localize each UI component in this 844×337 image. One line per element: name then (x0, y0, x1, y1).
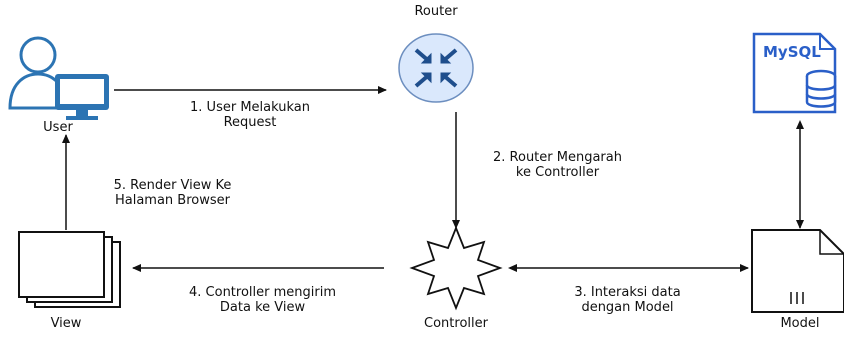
model-document-icon (751, 229, 844, 313)
view-label: View (50, 316, 82, 331)
step-2-line-2: ke Controller (515, 165, 600, 180)
step-1-label: 1. User Melakukan Request (160, 100, 340, 130)
step-4-line-2: Data ke View (219, 300, 306, 315)
user-label: User (43, 120, 73, 135)
step-4-line-1: 4. Controller mengirim (189, 285, 336, 300)
step-1-line-2: Request (223, 115, 277, 130)
step-3-line-2: dengan Model (581, 300, 674, 315)
step-2-label: 2. Router Mengarah ke Controller (460, 150, 655, 180)
step-5-line-1: 5. Render View Ke (113, 178, 232, 193)
step-4-label: 4. Controller mengirim Data ke View (160, 285, 365, 315)
step-5-label: 5. Render View Ke Halaman Browser (80, 178, 265, 208)
user-icon (8, 36, 109, 120)
step-5-line-2: Halaman Browser (114, 193, 230, 208)
controller-starburst-icon (409, 225, 503, 311)
router-icon (398, 33, 474, 103)
model-label: Model (780, 316, 820, 331)
step-3-label: 3. Interaksi data dengan Model (545, 285, 710, 315)
controller-label: Controller (424, 316, 488, 331)
step-3-line-1: 3. Interaksi data (574, 285, 681, 300)
mysql-database-icon (752, 32, 837, 114)
step-1-line-1: 1. User Melakukan (190, 100, 310, 115)
router-label: Router (414, 4, 458, 19)
view-documents-icon (18, 231, 121, 308)
step-2-line-1: 2. Router Mengarah (493, 150, 622, 165)
mysql-logo-text: MySQL (763, 43, 821, 61)
